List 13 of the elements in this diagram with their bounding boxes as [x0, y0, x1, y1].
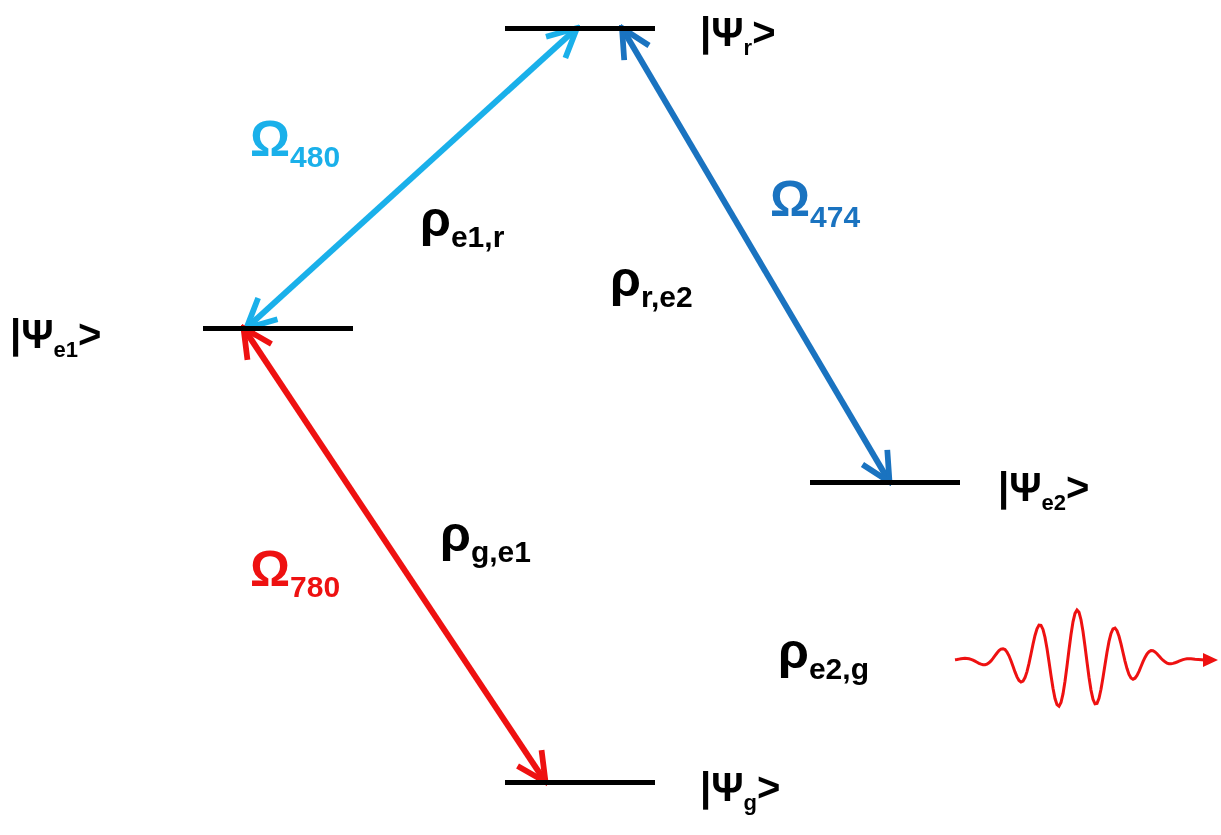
coherence-label: ρ$_{e1,r}$: [420, 190, 505, 254]
edge-label: Ω$_{474}$: [770, 170, 861, 234]
state-label: |Ψ$_{e1}$>: [10, 312, 102, 363]
arrow: [240, 325, 549, 785]
coherence-label: ρ$_{r,e2}$: [610, 250, 693, 314]
edge-label: Ω$_{780}$: [250, 540, 341, 604]
state-label: |Ψ$_{e2}$>: [998, 465, 1090, 516]
coherence-label: ρ$_{g,e1}$: [440, 505, 531, 569]
state-label: |Ψ$_{r}$>: [700, 10, 776, 61]
state-label: |Ψ$_{g}$>: [700, 765, 781, 816]
coherence-label: ρ$_{e2,g}$: [778, 622, 869, 686]
arrow: [619, 25, 893, 485]
edge-label: Ω$_{480}$: [250, 110, 341, 174]
